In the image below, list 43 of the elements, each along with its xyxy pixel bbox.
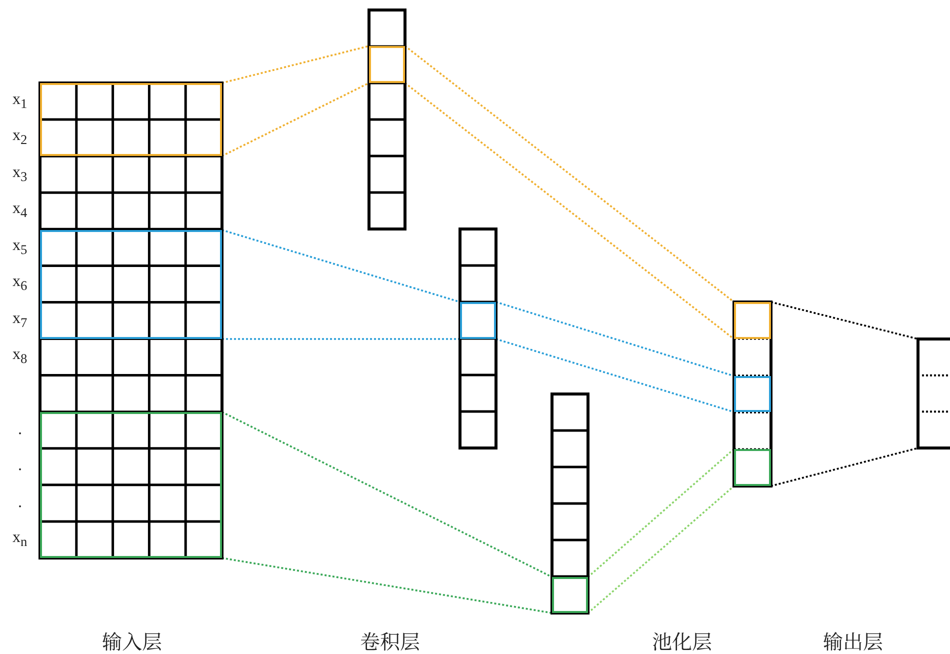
output-box [918, 339, 950, 448]
highlighted-cell [460, 302, 496, 339]
layer-label: 卷积层 [360, 626, 420, 654]
feature-column [552, 394, 588, 613]
row-label: x$_{5}$ [12, 236, 28, 258]
dotted-line [404, 45, 735, 303]
kernel-window [40, 412, 222, 558]
dotted-line [770, 301, 918, 340]
highlighted-cell [734, 302, 771, 339]
row-label: . [18, 420, 22, 439]
row-label: . [18, 457, 22, 476]
input-grid [40, 83, 222, 558]
dotted-line [404, 82, 735, 340]
highlighted-cell [734, 376, 771, 412]
row-label: x$_{6}$ [12, 273, 28, 294]
row-label: x$_{1}$ [12, 90, 28, 112]
pooling-column [734, 302, 771, 486]
row-label: x$_{8}$ [12, 346, 28, 368]
kernel-window [40, 230, 222, 339]
row-label: x$_{2}$ [12, 127, 28, 148]
row-label: x$_{4}$ [12, 200, 28, 222]
dotted-line [222, 82, 370, 157]
dotted-line [222, 45, 370, 84]
row-label: . [18, 494, 22, 512]
feature-column [460, 229, 496, 448]
dotted-line [496, 338, 734, 413]
feature-column [369, 10, 405, 229]
row-label: x$_{7}$ [12, 310, 28, 331]
dotted-line [222, 229, 460, 303]
dotted-line [770, 447, 918, 487]
dotted-line [222, 411, 552, 578]
dotted-line [222, 338, 460, 340]
layer-label: 输入层 [102, 626, 162, 654]
highlighted-cell [552, 577, 588, 613]
layer-label: 池化层 [652, 626, 712, 654]
row-label: x$_{n}$ [12, 528, 28, 550]
highlighted-cell [734, 449, 771, 486]
dotted-line [587, 448, 735, 578]
dotted-line [222, 557, 552, 614]
highlighted-cell [369, 46, 405, 83]
layer-label: 输出层 [823, 626, 883, 654]
kernel-window [40, 83, 222, 156]
row-label: x$_{3}$ [12, 164, 28, 185]
